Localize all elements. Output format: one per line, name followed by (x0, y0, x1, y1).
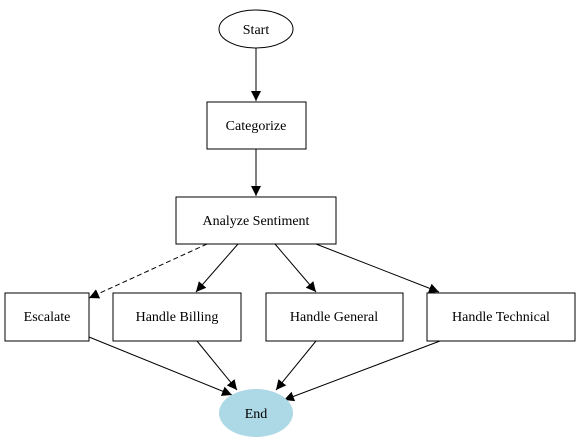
edge-analyze-to-escalate (88, 243, 208, 299)
node-analyze-sentiment: Analyze Sentiment (175, 196, 337, 245)
node-escalate: Escalate (4, 292, 90, 342)
node-handle-billing-label: Handle Billing (136, 310, 219, 325)
node-escalate-label: Escalate (24, 310, 71, 325)
node-handle-technical-label: Handle Technical (452, 310, 550, 325)
node-handle-technical: Handle Technical (426, 292, 576, 342)
node-handle-general: Handle General (265, 292, 404, 342)
node-end: End (219, 389, 293, 437)
edge-billing-to-end (196, 340, 238, 391)
node-analyze-sentiment-label: Analyze Sentiment (203, 214, 310, 229)
node-categorize-label: Categorize (226, 119, 287, 134)
edge-analyze-to-billing (195, 243, 239, 293)
node-start: Start (218, 9, 294, 49)
node-handle-general-label: Handle General (290, 310, 378, 325)
edge-general-to-end (275, 340, 317, 391)
edge-analyze-to-general (274, 243, 317, 293)
node-end-label: End (245, 407, 268, 422)
node-start-label: Start (243, 23, 270, 38)
edge-analyze-to-technical (315, 243, 440, 294)
edge-escalate-to-end (88, 336, 233, 396)
node-categorize: Categorize (206, 101, 307, 150)
edge-technical-to-end (283, 340, 441, 402)
node-handle-billing: Handle Billing (112, 292, 242, 342)
edges-layer (88, 48, 441, 402)
